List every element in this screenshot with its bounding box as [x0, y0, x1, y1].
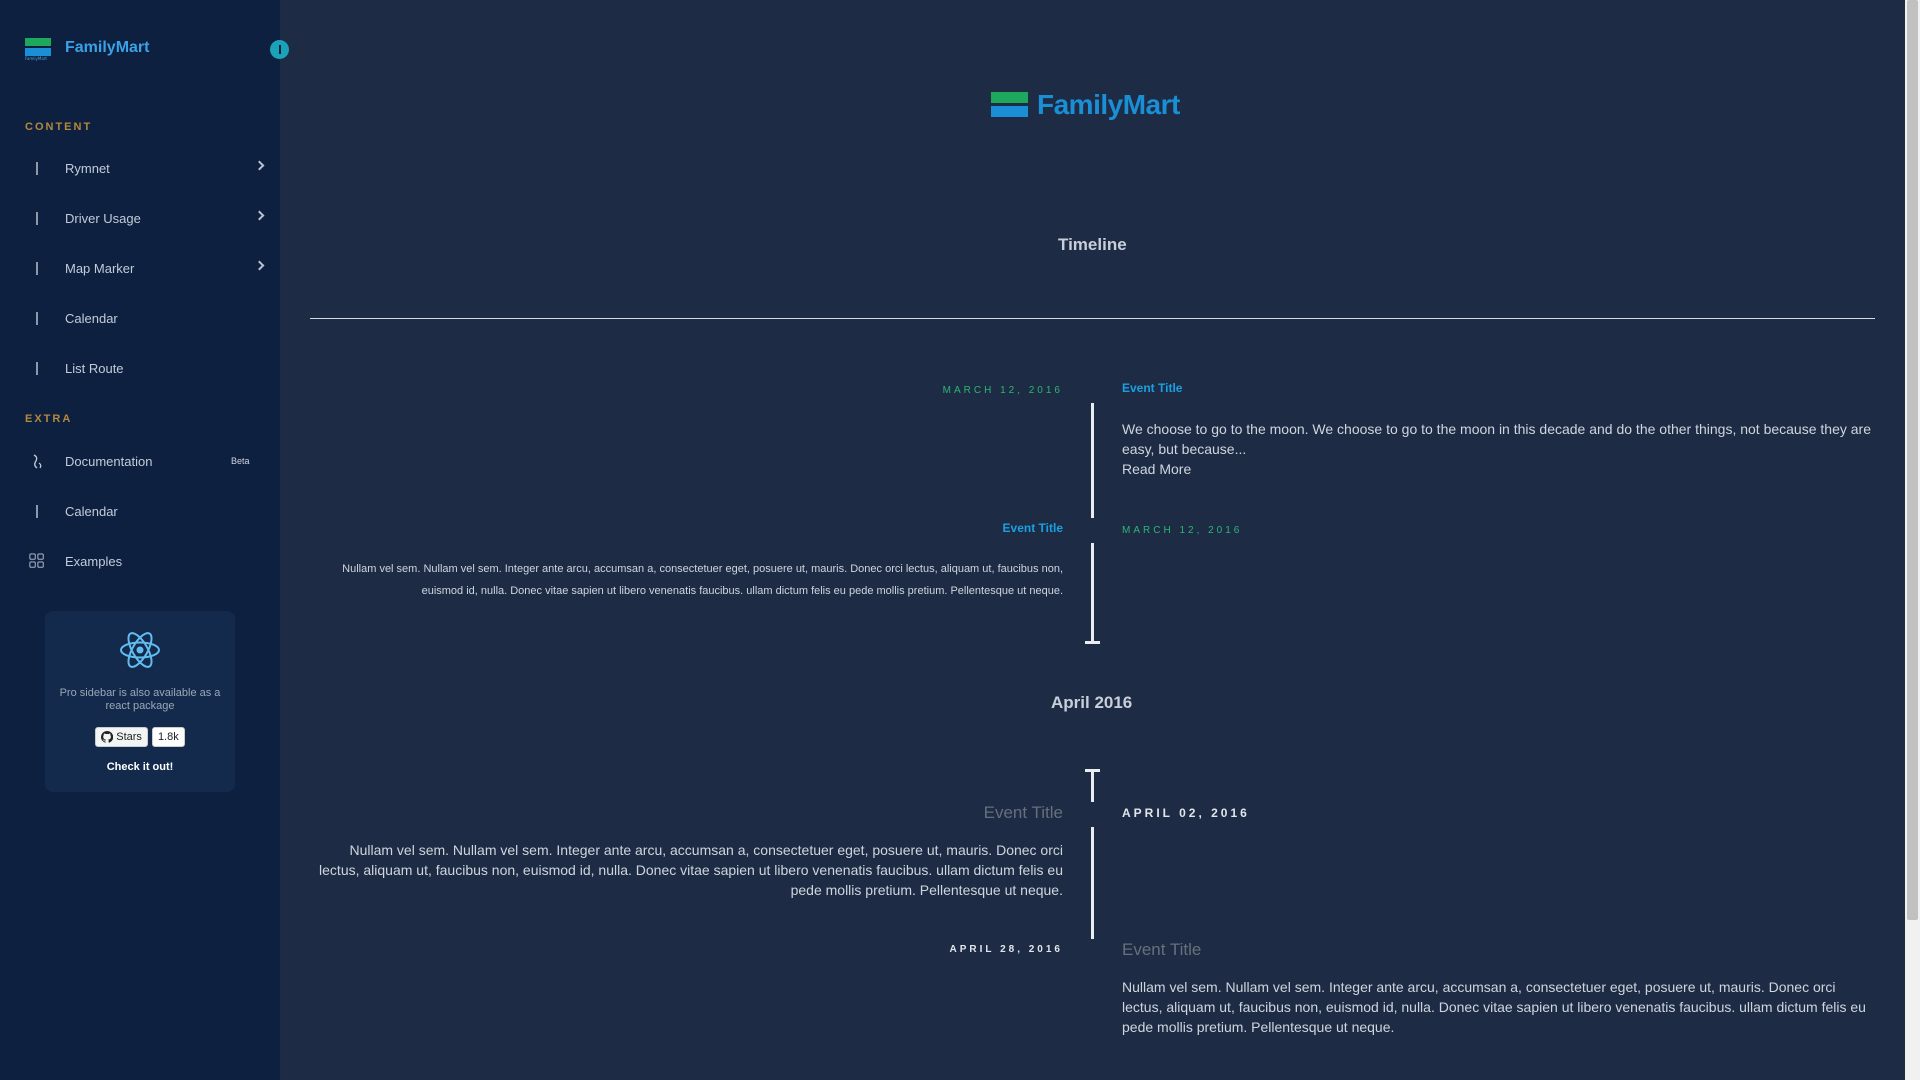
github-stars-count[interactable]: 1.8k — [151, 727, 185, 747]
sidebar-item-documentation[interactable]: Documentation Beta — [0, 441, 280, 481]
sidebar-item-calendar-extra[interactable]: Calendar — [0, 491, 280, 531]
promo-text: Pro sidebar is also available as a react… — [59, 687, 221, 712]
main-logo: FamilyMart — [991, 89, 1180, 121]
chevron-right-icon — [254, 210, 265, 221]
menu-icon-placeholder — [29, 503, 45, 519]
sidebar-item-map-marker[interactable]: Map Marker — [0, 248, 280, 288]
chevron-right-icon — [254, 160, 265, 171]
section-label-content: CONTENT — [25, 121, 93, 133]
event-title[interactable]: Event Title — [1122, 940, 1202, 959]
timeline-line — [1091, 403, 1094, 518]
github-stars-label: Stars — [116, 731, 142, 743]
sidebar-item-list-route[interactable]: List Route — [0, 348, 280, 388]
month-heading: April 2016 — [1051, 693, 1133, 712]
sidebar-item-calendar[interactable]: Calendar — [0, 298, 280, 338]
menu-icon-placeholder — [29, 210, 45, 226]
menu-icon-placeholder — [29, 360, 45, 376]
promo-card: Pro sidebar is also available as a react… — [45, 611, 235, 792]
react-logo-icon — [120, 632, 160, 668]
chevron-right-icon — [254, 260, 265, 271]
event-date: MARCH 12, 2016 — [1122, 525, 1243, 536]
event-text: Nullam vel sem. Nullam vel sem. Integer … — [342, 563, 1063, 597]
menu-icon-placeholder — [29, 260, 45, 276]
book-icon — [29, 453, 45, 469]
sidebar-item-label: Calendar — [65, 503, 118, 519]
github-stars[interactable]: Stars 1.8k — [45, 727, 235, 747]
event-text: Nullam vel sem. Nullam vel sem. Integer … — [1122, 979, 1866, 1035]
grid-icon — [29, 553, 45, 569]
timeline-line — [1091, 543, 1094, 644]
event-text: We choose to go to the moon. We choose t… — [1122, 421, 1871, 457]
read-more-link[interactable]: Read More — [1122, 461, 1192, 477]
timeline-line — [1091, 827, 1094, 939]
beta-badge: Beta — [231, 456, 250, 466]
timeline-end-cap — [1085, 641, 1100, 644]
event-title[interactable]: Event Title — [1002, 521, 1063, 535]
main-logo-text: FamilyMart — [1037, 89, 1180, 120]
sidebar: FamilyMart FamilyMart CONTENT Rymnet Dri… — [0, 0, 280, 1080]
sidebar-item-label: Rymnet — [65, 160, 110, 176]
title-divider — [310, 318, 1875, 319]
sidebar-item-label: Driver Usage — [65, 210, 141, 226]
menu-icon-placeholder — [29, 160, 45, 176]
sidebar-item-examples[interactable]: Examples — [0, 541, 280, 581]
event-text: Nullam vel sem. Nullam vel sem. Integer … — [319, 842, 1063, 898]
brand[interactable]: FamilyMart FamilyMart — [25, 36, 150, 61]
promo-cta-link[interactable]: Check it out! — [106, 761, 174, 773]
sidebar-item-label: Examples — [65, 553, 123, 569]
section-label-extra: EXTRA — [25, 413, 73, 425]
scrollbar-thumb[interactable] — [1907, 0, 1918, 920]
sidebar-item-label: List Route — [65, 360, 124, 376]
menu-icon-placeholder — [29, 310, 45, 326]
sidebar-collapse-button[interactable] — [270, 40, 289, 59]
brand-name: FamilyMart — [65, 39, 150, 56]
brand-logo-icon: FamilyMart — [25, 36, 51, 61]
event-date: MARCH 12, 2016 — [942, 385, 1063, 396]
sidebar-item-driver-usage[interactable]: Driver Usage — [0, 198, 280, 238]
github-stars-button[interactable]: Stars — [95, 727, 148, 747]
event-title[interactable]: Event Title — [983, 803, 1063, 822]
event-date: APRIL 28, 2016 — [949, 944, 1063, 955]
timeline-line — [1091, 769, 1094, 802]
event-date: APRIL 02, 2016 — [1122, 806, 1250, 820]
page-title: Timeline — [1058, 235, 1127, 254]
event-title[interactable]: Event Title — [1122, 381, 1183, 395]
sidebar-item-label: Map Marker — [65, 260, 135, 276]
familymart-logo-icon — [991, 92, 1028, 118]
github-icon — [101, 731, 114, 743]
sidebar-item-rymnet[interactable]: Rymnet — [0, 148, 280, 188]
sidebar-item-label: Calendar — [65, 310, 118, 326]
sidebar-item-label: Documentation — [65, 453, 153, 469]
